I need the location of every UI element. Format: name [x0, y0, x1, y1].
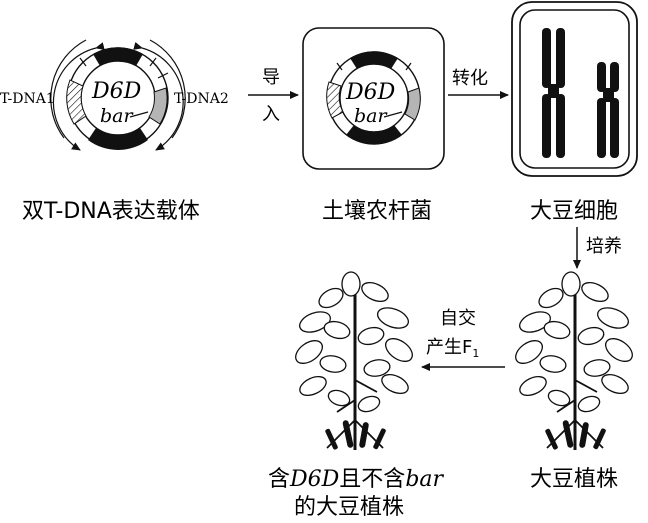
import-label-bottom: 入 — [262, 104, 280, 125]
soybean-plant-left — [295, 271, 413, 450]
plant-left-caption-gene1: D6D — [289, 467, 340, 492]
tdna1-arc — [52, 42, 105, 151]
black-segment-top — [93, 47, 143, 66]
plant-left-caption-gene2: bar — [405, 467, 444, 492]
soybean-plant-right — [515, 271, 633, 450]
agro-gene-d6d: D6D — [345, 80, 396, 105]
plant-left-caption-line2: 的大豆植株 — [294, 495, 404, 520]
black-segment-bottom — [88, 128, 148, 150]
import-label-top: 导 — [262, 67, 280, 88]
transform-label: 转化 — [452, 68, 488, 89]
chromosomes — [542, 28, 619, 158]
plant-left-caption-line1: 含D6D且不含bar — [268, 467, 445, 492]
agro-gene-bar: bar — [354, 105, 388, 127]
agro-caption: 土壤农杆菌 — [322, 199, 432, 224]
cell-caption: 大豆细胞 — [530, 199, 618, 224]
bar-gray-segment — [148, 87, 168, 125]
soybean-cell — [511, 1, 638, 177]
agrobacterium-cell: D6D bar — [302, 27, 445, 170]
selfing-label-prefix: 产生F — [426, 337, 472, 358]
vector-gene-d6d: D6D — [91, 79, 142, 104]
tdna2-arc — [133, 42, 184, 151]
vector-caption: 双T-DNA表达载体 — [22, 199, 200, 224]
plant-right-caption: 大豆植株 — [530, 467, 618, 492]
plant-left-caption-prefix: 含 — [268, 467, 290, 492]
selfing-label-top: 自交 — [440, 308, 476, 329]
tdna2-label: T-DNA2 — [174, 91, 229, 107]
tdna1-label: T-DNA1 — [0, 91, 55, 107]
d6d-hatched-segment — [66, 79, 87, 125]
selfing-label-subscript: 1 — [472, 347, 479, 360]
selfing-label-bottom: 产生F1 — [426, 337, 479, 360]
culture-label: 培养 — [586, 236, 622, 257]
plant-left-caption-mid: 且不含 — [339, 467, 405, 492]
vector-gene-bar: bar — [100, 105, 134, 127]
vector-plasmid: D6D bar T-DNA1 T-DNA2 — [0, 39, 229, 151]
